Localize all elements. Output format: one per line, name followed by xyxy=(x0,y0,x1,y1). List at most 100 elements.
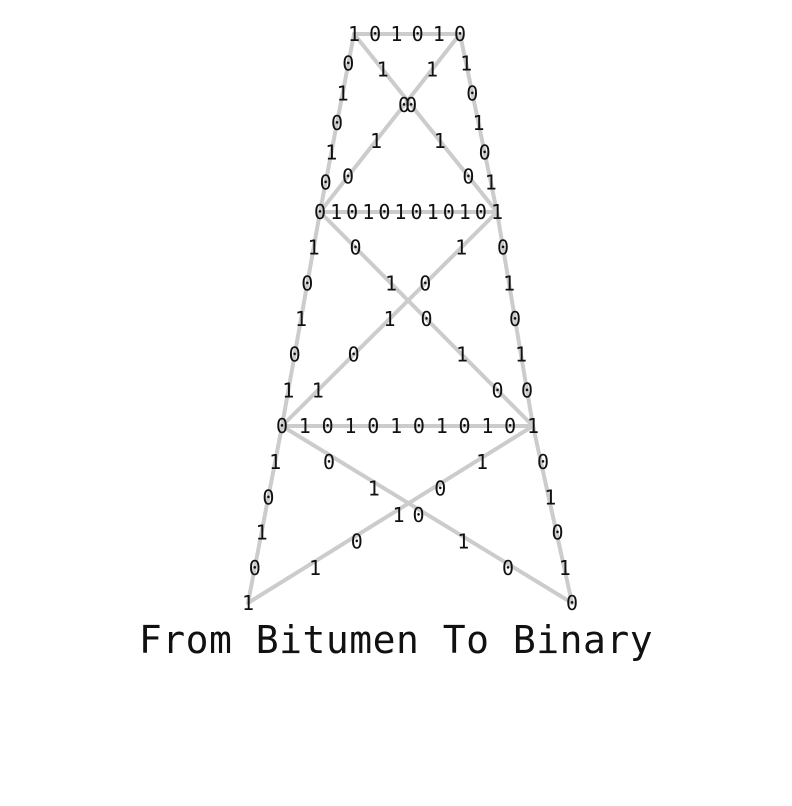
upper-diag-a-digit: 0 xyxy=(405,93,417,117)
lower-bar-digit: 0 xyxy=(322,414,334,438)
right-leg-beam xyxy=(458,32,499,214)
upper-bar-digit: 1 xyxy=(330,200,342,224)
lower-diag-b-digit: 0 xyxy=(351,530,363,554)
top-bar-digit: 1 xyxy=(390,22,402,46)
top-bar-digit: 1 xyxy=(348,22,360,46)
lower-diag-b-digit: 0 xyxy=(434,477,446,501)
upper-diag-a-digit: 0 xyxy=(462,164,474,188)
lower-diag-a-digit: 1 xyxy=(457,530,469,554)
middle-diag-a-digit: 1 xyxy=(456,343,468,367)
upper-left-leg-digit: 0 xyxy=(320,170,332,194)
brace-beam xyxy=(318,32,462,214)
tagline: From Bitumen To Binary xyxy=(138,618,654,662)
upper-left-leg-digit: 0 xyxy=(342,52,354,76)
lower-diag-b-digit: 1 xyxy=(309,556,321,580)
upper-bar-digit: 0 xyxy=(411,200,423,224)
middle-diag-b-digit: 0 xyxy=(419,271,431,295)
upper-diag-b-digit: 1 xyxy=(370,129,382,153)
middle-right-leg-digit: 0 xyxy=(509,307,521,331)
upper-right-leg-digit: 1 xyxy=(485,170,497,194)
upper-left-leg-digit: 1 xyxy=(337,81,349,105)
middle-diag-a-digit: 0 xyxy=(491,378,503,402)
upper-bar-digit: 0 xyxy=(475,200,487,224)
middle-diag-a-digit: 1 xyxy=(385,271,397,295)
upper-right-leg-digit: 1 xyxy=(472,111,484,135)
lower-diag-a-digit: 0 xyxy=(502,556,514,580)
top-bar-digit: 1 xyxy=(433,22,445,46)
upper-right-leg-digit: 0 xyxy=(479,141,491,165)
lower-right-leg-digit: 0 xyxy=(551,521,563,545)
middle-right-leg-digit: 1 xyxy=(503,271,515,295)
lower-right-leg-digit: 1 xyxy=(559,556,571,580)
upper-bar-digit: 1 xyxy=(362,200,374,224)
lower-bar-digit: 1 xyxy=(344,414,356,438)
lower-bar-digit: 1 xyxy=(299,414,311,438)
middle-right-leg-digit: 0 xyxy=(521,378,533,402)
lower-bar-digit: 0 xyxy=(276,414,288,438)
lower-diag-b-digit: 1 xyxy=(392,503,404,527)
left-leg-beam xyxy=(318,32,356,214)
top-bar-digit: 0 xyxy=(412,22,424,46)
brace-beam xyxy=(280,424,574,605)
upper-bar-digit: 0 xyxy=(314,200,326,224)
upper-bar-digit: 1 xyxy=(394,200,406,224)
lower-left-leg-digit: 1 xyxy=(242,591,254,615)
middle-left-leg-digit: 1 xyxy=(295,307,307,331)
lower-left-leg-digit: 1 xyxy=(256,521,268,545)
upper-diag-b-digit: 0 xyxy=(398,93,410,117)
lower-bar-digit: 1 xyxy=(436,414,448,438)
brace-beam xyxy=(352,32,499,214)
middle-left-leg-digit: 0 xyxy=(301,271,313,295)
lower-bar-digit: 0 xyxy=(504,414,516,438)
upper-bar-digit: 1 xyxy=(491,200,503,224)
top-bar-digit: 0 xyxy=(369,22,381,46)
lower-diag-a-digit: 0 xyxy=(412,503,424,527)
lower-right-leg-digit: 0 xyxy=(566,591,578,615)
lower-diag-a-digit: 0 xyxy=(323,450,335,474)
lower-right-leg-digit: 1 xyxy=(544,485,556,509)
brace-beam xyxy=(318,210,535,428)
lower-left-leg-digit: 0 xyxy=(249,556,261,580)
lower-bar-digit: 1 xyxy=(481,414,493,438)
upper-bar-digit: 0 xyxy=(346,200,358,224)
left-leg-beam xyxy=(246,424,284,605)
upper-diag-a-digit: 1 xyxy=(377,58,389,82)
brace-beam xyxy=(246,424,535,605)
lower-bar-digit: 0 xyxy=(459,414,471,438)
lower-diag-b-digit: 1 xyxy=(476,450,488,474)
middle-diag-a-digit: 0 xyxy=(420,307,432,331)
upper-left-leg-digit: 1 xyxy=(325,141,337,165)
upper-diag-a-digit: 1 xyxy=(434,129,446,153)
upper-diag-b-digit: 0 xyxy=(342,164,354,188)
upper-bar-digit: 0 xyxy=(378,200,390,224)
middle-left-leg-digit: 1 xyxy=(282,378,294,402)
middle-diag-b-digit: 1 xyxy=(312,378,324,402)
lower-diag-a-digit: 1 xyxy=(368,477,380,501)
upper-bar-digit: 0 xyxy=(443,200,455,224)
upper-right-leg-digit: 1 xyxy=(460,52,472,76)
lower-bar-digit: 0 xyxy=(367,414,379,438)
right-leg-beam xyxy=(531,424,574,605)
upper-left-leg-digit: 0 xyxy=(331,111,343,135)
upper-bar-digit: 1 xyxy=(459,200,471,224)
middle-left-leg-digit: 0 xyxy=(289,343,301,367)
middle-right-leg-digit: 1 xyxy=(515,343,527,367)
left-leg-beam xyxy=(280,210,322,428)
brace-beam xyxy=(280,210,499,428)
middle-diag-b-digit: 1 xyxy=(383,307,395,331)
upper-diag-b-digit: 1 xyxy=(426,58,438,82)
tower-beams xyxy=(246,32,574,605)
middle-diag-b-digit: 1 xyxy=(455,236,467,260)
middle-diag-b-digit: 0 xyxy=(348,343,360,367)
upper-bar-digit: 1 xyxy=(427,200,439,224)
right-leg-beam xyxy=(495,210,535,428)
middle-diag-a-digit: 0 xyxy=(349,236,361,260)
middle-left-leg-digit: 1 xyxy=(308,236,320,260)
lower-bar-digit: 1 xyxy=(527,414,539,438)
lower-right-leg-digit: 0 xyxy=(537,450,549,474)
lower-left-leg-digit: 1 xyxy=(269,450,281,474)
top-bar-digit: 0 xyxy=(454,22,466,46)
lower-bar-digit: 1 xyxy=(390,414,402,438)
